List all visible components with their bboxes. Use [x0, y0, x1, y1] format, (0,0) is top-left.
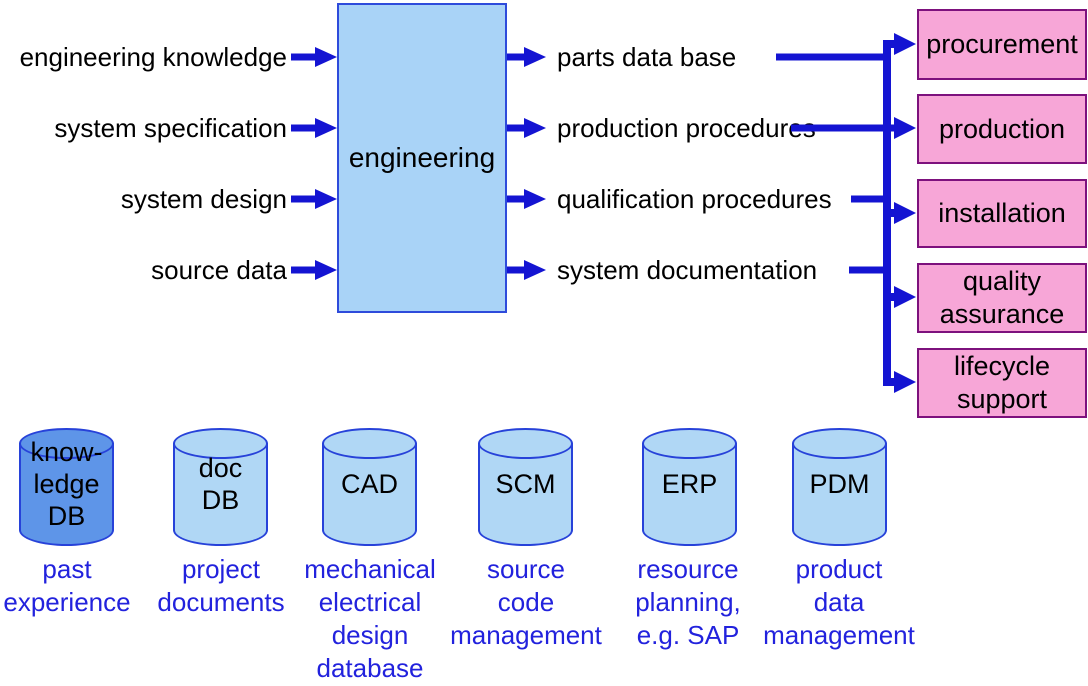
cylinder-top-ellipse — [19, 428, 114, 459]
cylinder-top-ellipse — [173, 428, 268, 459]
caption-line: e.g. SAP — [636, 620, 740, 650]
output-arrow-head — [524, 189, 546, 209]
cylinder-top-ellipse — [642, 428, 737, 459]
stage-label: lifecycle — [953, 351, 1051, 381]
input-label-engineering-knowledge: engineering knowledge — [19, 42, 287, 72]
caption-line: experience — [3, 587, 131, 617]
database-cylinder-doc-db: doc DB — [173, 428, 268, 546]
database-cylinder-scm: SCM — [478, 428, 573, 546]
database-name: ERP — [642, 428, 737, 540]
caption-line: management — [450, 620, 602, 650]
input-arrow-head — [315, 260, 337, 280]
stage-label: procurement — [926, 29, 1078, 59]
stage-label: support — [956, 384, 1048, 414]
cylinder-top-ellipse — [322, 428, 417, 459]
cylinder-body — [478, 443, 573, 546]
cylinder-body — [642, 443, 737, 546]
caption-line: product — [795, 554, 883, 584]
caption-line: design — [331, 620, 409, 650]
input-label-system-specification: system specification — [54, 113, 287, 143]
caption-line: source — [486, 554, 566, 584]
database-caption-project-documents: project documents — [126, 553, 316, 619]
database-name-line: ERP — [661, 469, 718, 499]
engineering-process-box: engineering — [337, 3, 507, 313]
database-name: doc DB — [173, 428, 268, 540]
cylinder-top-ellipse — [478, 428, 573, 459]
output-arrow-head — [524, 47, 546, 67]
cylinder-top-ellipse — [792, 428, 887, 459]
database-name-line: ledge — [33, 469, 100, 499]
database-name-line: DB — [201, 485, 240, 515]
output-arrow-head — [524, 118, 546, 138]
caption-line: mechanical — [304, 554, 436, 584]
database-caption-source-code-management: source code management — [431, 553, 621, 652]
branch-arrow-head-quality — [894, 286, 916, 308]
caption-line: electrical — [318, 587, 422, 617]
database-name: CAD — [322, 428, 417, 540]
stage-label: quality — [962, 266, 1042, 296]
cylinder-body — [322, 443, 417, 546]
database-name-line: PDM — [809, 469, 870, 499]
database-name-line: DB — [47, 501, 86, 531]
output-label-qualification-procedures: qualification procedures — [557, 184, 832, 214]
database-name-line: SCM — [495, 469, 556, 499]
caption-line: resource — [637, 554, 739, 584]
stage-label: production — [938, 113, 1066, 144]
database-caption-resource-planning: resource planning, e.g. SAP — [593, 553, 783, 652]
cylinder-body — [19, 443, 114, 546]
database-name-line: doc — [198, 453, 243, 483]
stage-box-installation: installation — [917, 179, 1087, 248]
cylinder-body — [173, 443, 268, 546]
input-arrow-head — [315, 118, 337, 138]
engineering-process-label: engineering — [348, 142, 496, 173]
stage-box-procurement: procurement — [917, 9, 1087, 80]
cylinder-body — [792, 443, 887, 546]
output-label-parts-data-base: parts data base — [557, 42, 737, 72]
output-label-system-documentation: system documentation — [557, 255, 818, 285]
input-label-source-data: source data — [151, 255, 287, 285]
stage-label: installation — [938, 198, 1066, 228]
caption-line: documents — [157, 587, 285, 617]
caption-line: code — [497, 587, 555, 617]
output-label-production-procedures: production procedures — [557, 113, 816, 143]
database-name: PDM — [792, 428, 887, 540]
caption-line: database — [316, 653, 424, 683]
database-caption-mechanical-electrical-design-database: mechanical electrical design database — [275, 553, 465, 685]
database-cylinder-cad: CAD — [322, 428, 417, 546]
branch-arrow-head-installation — [894, 202, 916, 224]
caption-line: past — [42, 554, 92, 584]
caption-line: data — [813, 587, 865, 617]
stage-box-quality-assurance: quality assurance — [917, 263, 1087, 333]
branch-arrow-head-production — [894, 117, 916, 139]
database-name-line: CAD — [340, 469, 398, 499]
output-arrow-head — [524, 260, 546, 280]
input-label-system-design: system design — [120, 184, 287, 214]
branch-arrow-head-procurement — [894, 33, 916, 55]
stage-box-production: production — [917, 94, 1087, 164]
input-arrow-head — [315, 189, 337, 209]
database-cylinder-erp: ERP — [642, 428, 737, 546]
database-caption-past-experience: past experience — [0, 553, 162, 619]
database-cylinder-knowledge-db: know- ledge DB — [19, 428, 114, 546]
branch-arrow-head-lifecycle — [894, 371, 916, 393]
input-arrow-head — [315, 47, 337, 67]
caption-line: planning, — [635, 587, 741, 617]
caption-line: project — [181, 554, 261, 584]
database-name: know- ledge DB — [19, 428, 114, 540]
database-cylinder-pdm: PDM — [792, 428, 887, 546]
database-name: SCM — [478, 428, 573, 540]
database-caption-product-data-management: product data management — [744, 553, 934, 652]
stage-label: assurance — [939, 299, 1065, 329]
stage-box-lifecycle-support: lifecycle support — [917, 348, 1087, 418]
caption-line: management — [763, 620, 915, 650]
database-name-line: know- — [30, 437, 103, 467]
